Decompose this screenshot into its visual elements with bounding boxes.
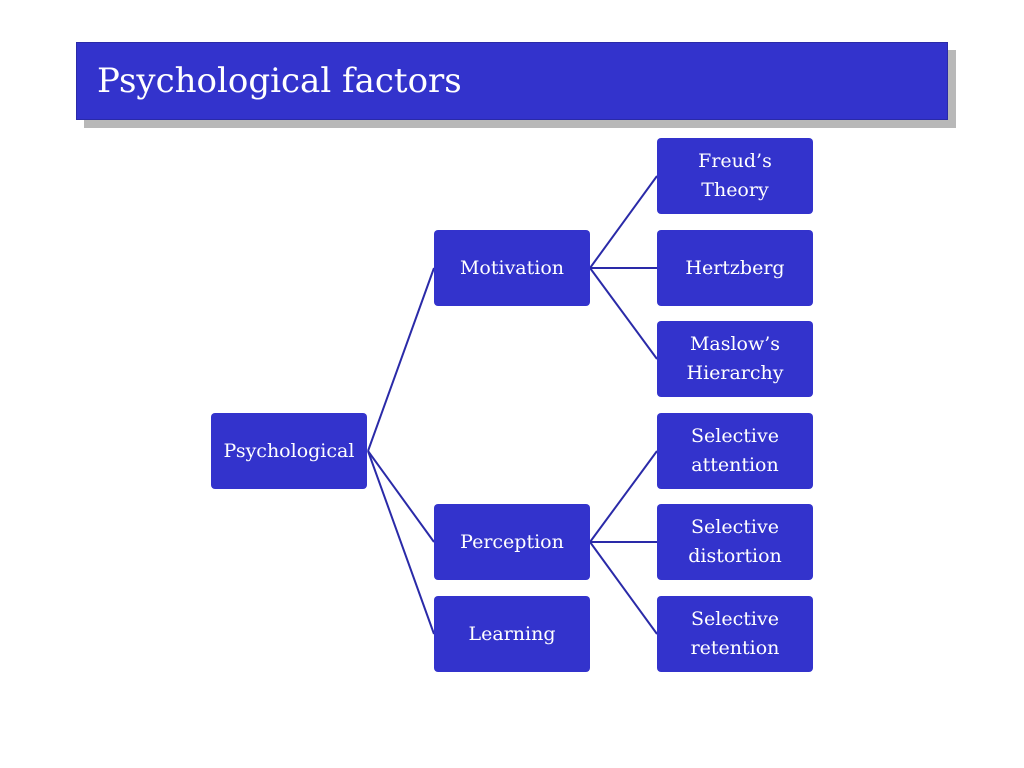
node-motivation: Motivation <box>434 230 590 306</box>
connector-root-motivation <box>367 267 435 452</box>
slide-title: Psychological factors <box>97 61 462 101</box>
connector-root-perception <box>367 450 435 543</box>
node-label: Selective distortion <box>688 516 782 567</box>
title-bar: Psychological factors <box>76 42 948 120</box>
node-selective-distortion: Selective distortion <box>657 504 813 580</box>
node-label: Motivation <box>459 256 565 279</box>
connector-perception-retention <box>589 541 658 635</box>
node-selective-retention: Selective retention <box>657 596 813 672</box>
connector-perception-attention <box>589 450 658 543</box>
node-freuds-theory: Freud’s Theory <box>657 138 813 214</box>
node-label: Learning <box>468 622 556 645</box>
node-label: Maslow’s Hierarchy <box>686 333 784 384</box>
node-label: Hertzberg <box>685 256 785 279</box>
node-hertzberg: Hertzberg <box>657 230 813 306</box>
node-label: Freud’s Theory <box>698 150 772 201</box>
node-label: Perception <box>460 530 564 553</box>
node-psychological: Psychological <box>211 413 367 489</box>
node-selective-attention: Selective attention <box>657 413 813 489</box>
node-label: Selective retention <box>690 608 780 659</box>
node-learning: Learning <box>434 596 590 672</box>
connector-root-learning <box>367 450 435 635</box>
connector-motivation-maslow <box>589 267 658 360</box>
connector-motivation-freud <box>589 175 658 269</box>
node-label: Selective attention <box>691 425 779 476</box>
node-label: Psychological <box>223 439 355 462</box>
node-maslows-hierarchy: Maslow’s Hierarchy <box>657 321 813 397</box>
node-perception: Perception <box>434 504 590 580</box>
